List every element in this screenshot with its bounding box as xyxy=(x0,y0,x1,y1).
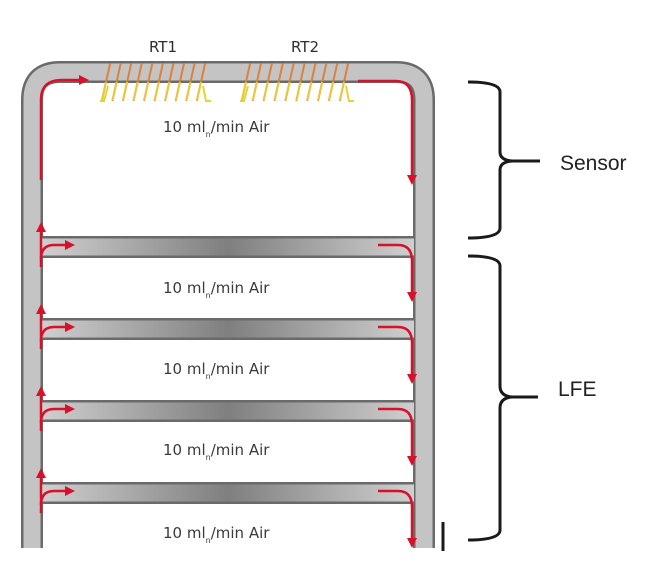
tube-inner-fill xyxy=(23,63,433,548)
flow-arrow-branch-in xyxy=(39,404,75,424)
flow-rate-unit: /min Air xyxy=(211,441,271,459)
flow-arrow-branch-in xyxy=(39,240,75,260)
bypass-bridge xyxy=(42,320,414,338)
flow-rate-label: 10 mln/min Air xyxy=(163,279,270,300)
heater-coil-rt1 xyxy=(100,63,211,102)
heater-wire-glow xyxy=(273,81,280,101)
flow-rate-label: 10 mln/min Air xyxy=(163,118,270,139)
tube-structure xyxy=(21,61,435,548)
section-braces xyxy=(441,80,540,551)
flow-rate-subscript: n xyxy=(206,372,211,381)
flow-rate-unit: /min Air xyxy=(211,524,271,542)
flow-rate-unit: /min Air xyxy=(211,279,271,297)
flow-rate-unit: /min Air xyxy=(211,118,271,136)
section-label-lfe: LFE xyxy=(558,378,597,401)
flow-arrow-branch-out xyxy=(378,407,417,466)
flow-rate-label: 10 mln/min Air xyxy=(163,441,270,462)
heater-coil-rt2 xyxy=(240,63,354,102)
heater-wire-glow xyxy=(317,81,324,101)
flow-rate-label: 10 mln/min Air xyxy=(163,360,270,381)
flow-arrow-sensor-outlet xyxy=(358,79,417,185)
flow-rate-subscript: n xyxy=(206,453,211,462)
heater-lead xyxy=(345,85,354,102)
flow-arrows xyxy=(36,75,417,548)
heater-wire-glow xyxy=(241,81,247,101)
heater-wire-glow xyxy=(251,81,258,101)
heater-wire-glow xyxy=(174,81,181,101)
flow-rate-value: 10 ml xyxy=(163,441,206,459)
flow-rate-value: 10 ml xyxy=(163,360,206,378)
heater-wire-glow xyxy=(122,81,129,101)
heater-wire-glow xyxy=(164,81,171,101)
section-label-sensor: Sensor xyxy=(560,152,627,175)
heater-wire-glow xyxy=(132,81,139,101)
flow-rate-subscript: n xyxy=(206,130,211,139)
flow-arrow-branch-in xyxy=(39,486,75,506)
brace-sensor xyxy=(467,80,540,240)
flow-rate-unit: /min Air xyxy=(211,360,271,378)
brace-lfe xyxy=(467,254,538,542)
heater-wire-glow xyxy=(295,81,302,101)
heater-wire-glow xyxy=(101,81,107,101)
bypass-bridge xyxy=(42,484,414,502)
bypass-bridge xyxy=(42,402,414,420)
heater-wire-glow xyxy=(339,81,345,101)
heater-lead xyxy=(100,85,109,102)
heater-wire-glow xyxy=(143,81,150,101)
heater-label-rt2: RT2 xyxy=(291,38,319,56)
tube-outer-outline xyxy=(21,61,435,548)
flow-rate-value: 10 ml xyxy=(163,279,206,297)
left-rail-fill xyxy=(23,230,41,548)
heater-coils xyxy=(100,63,354,102)
flow-rate-subscript: n xyxy=(206,291,211,300)
bypass-bridge xyxy=(42,238,414,256)
heater-wire-glow xyxy=(306,81,313,101)
flow-rate-value: 10 ml xyxy=(163,524,206,542)
heater-wire-glow xyxy=(328,81,335,101)
flow-rate-value: 10 ml xyxy=(163,118,206,136)
flow-arrow-branch-out xyxy=(378,325,417,384)
heater-wire-glow xyxy=(111,81,118,101)
heater-label-rt1: RT1 xyxy=(149,38,177,56)
heater-lead xyxy=(202,85,211,102)
heater-wire-glow xyxy=(284,81,291,101)
flow-arrow-sensor-inlet xyxy=(39,75,89,180)
heater-lead xyxy=(240,85,249,102)
flow-rate-label: 10 mln/min Air xyxy=(163,524,270,545)
flow-arrow-branch-out xyxy=(378,243,417,302)
flow-arrow-branch-out xyxy=(378,489,417,548)
flow-arrow-branch-in xyxy=(39,322,75,342)
right-rail-fill xyxy=(415,230,433,548)
heater-wire-glow xyxy=(196,81,202,101)
heater-wire-glow xyxy=(185,81,192,101)
heater-wire-glow xyxy=(262,81,269,101)
flow-rate-subscript: n xyxy=(206,536,211,545)
heater-wire-glow xyxy=(153,81,160,101)
